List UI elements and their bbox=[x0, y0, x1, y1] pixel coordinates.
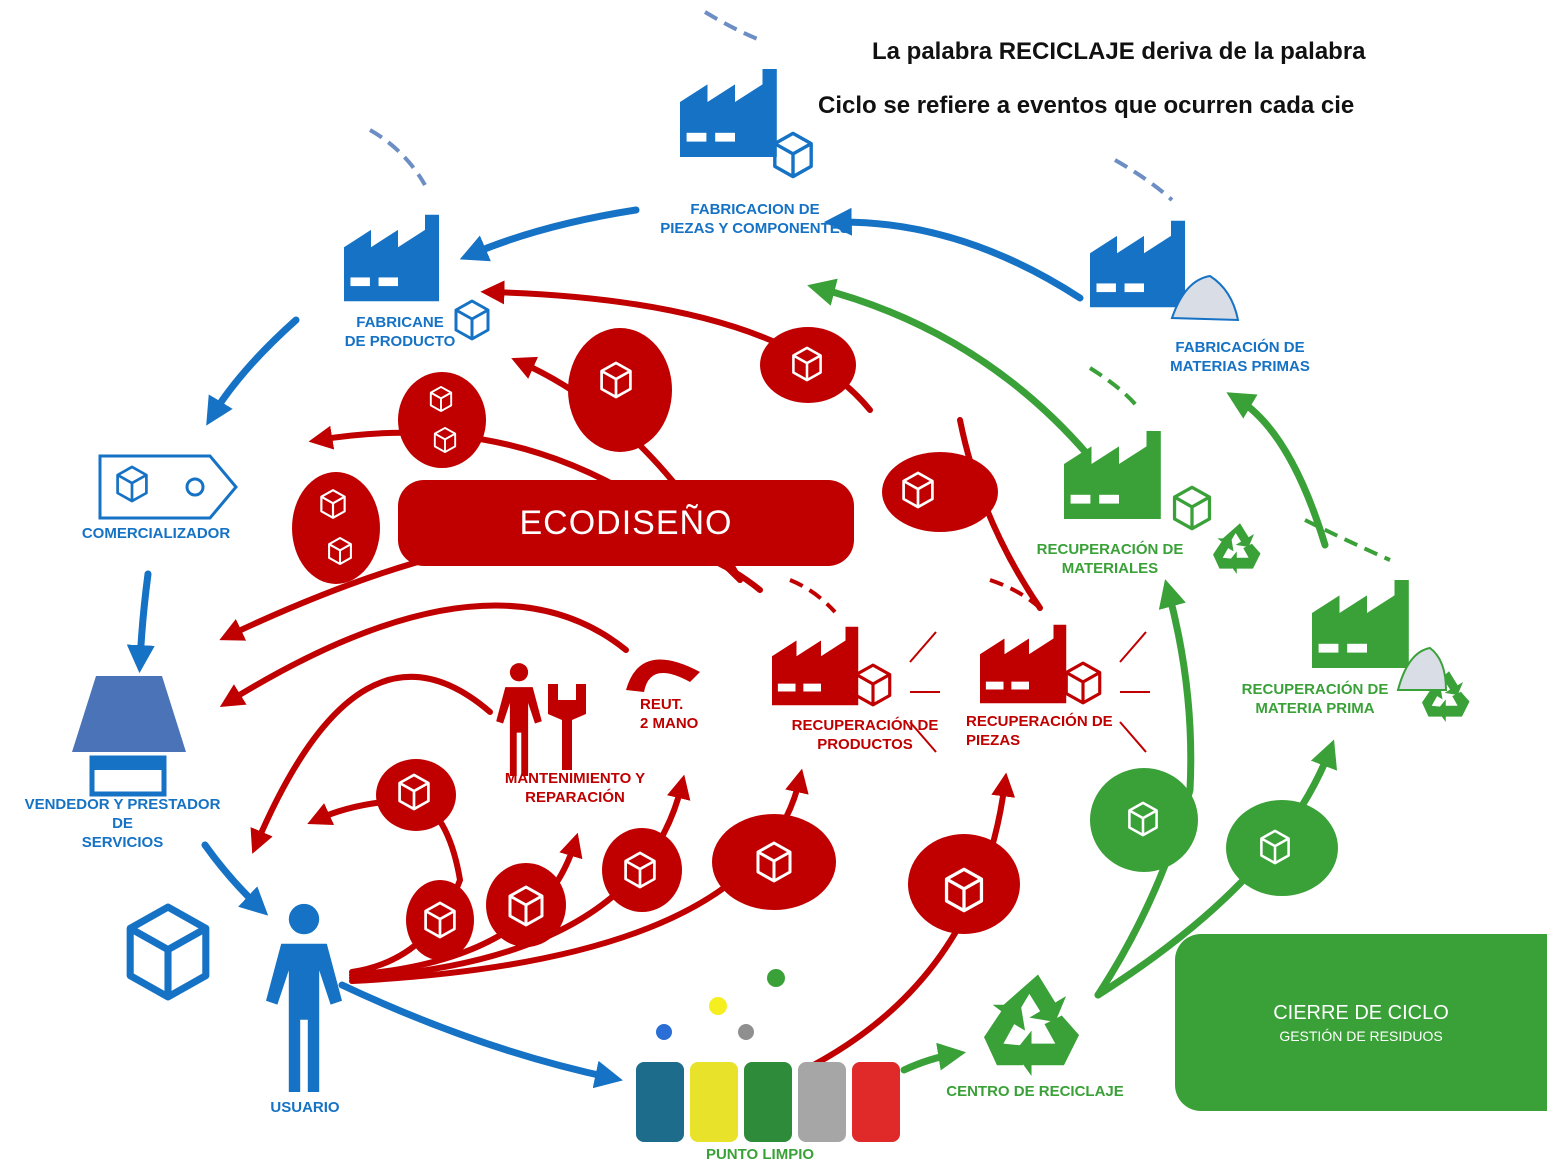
price-tag-icon bbox=[98, 454, 238, 520]
bin-sparkles bbox=[656, 969, 785, 1040]
label-fabricacion-materias: FABRICACIÓN DE MATERIAS PRIMAS bbox=[1170, 339, 1310, 375]
label-punto-limpio: PUNTO LIMPIO bbox=[705, 1146, 815, 1163]
recycling-bins bbox=[636, 1062, 900, 1142]
raw-material-pile-icon bbox=[1396, 646, 1448, 691]
sparkle-lines bbox=[909, 631, 1150, 753]
recycle-icon bbox=[1213, 523, 1261, 574]
factory-icon bbox=[344, 214, 440, 302]
label-recuperacion-materiales: RECUPERACIÓN DE MATERIALES bbox=[1036, 541, 1184, 577]
factory-icon bbox=[680, 69, 777, 157]
person-icon bbox=[266, 903, 342, 1092]
cierre-ciclo-panel: CIERRE DE CICLO GESTIÓN DE RESIDUOS bbox=[1175, 934, 1547, 1111]
factory-icon bbox=[772, 626, 859, 706]
recycling-bin-icon bbox=[744, 1062, 792, 1142]
headline-line-1: La palabra RECICLAJE deriva de la palabr… bbox=[872, 38, 1366, 65]
recycling-bin-icon bbox=[690, 1062, 738, 1142]
recycling-bin-icon bbox=[798, 1062, 846, 1142]
cube-icon bbox=[773, 131, 813, 179]
reuse-arrow-icon bbox=[626, 659, 700, 692]
person-icon bbox=[496, 663, 542, 776]
label-usuario: USUARIO bbox=[270, 1099, 340, 1116]
factory-icon bbox=[1090, 220, 1186, 308]
blue-flow-arrows bbox=[126, 206, 1084, 1089]
label-recuperacion-materia-prima: RECUPERACIÓN DE MATERIA PRIMA bbox=[1241, 681, 1389, 717]
cube-icon bbox=[130, 907, 206, 997]
ecodiseno-banner: ECODISEÑO bbox=[398, 480, 854, 566]
label-vendedor: VENDEDOR Y PRESTADOR DE SERVICIOS bbox=[24, 796, 221, 851]
cube-icon bbox=[116, 465, 148, 503]
cierre-subtitle: GESTIÓN DE RESIDUOS bbox=[1279, 1027, 1443, 1044]
cube-icon bbox=[854, 663, 892, 707]
label-recuperacion-piezas: RECUPERACIÓN DE PIEZAS bbox=[966, 713, 1113, 749]
shop-icon bbox=[72, 676, 186, 797]
label-fabricante-producto: FABRICANE DE PRODUCTO bbox=[344, 314, 456, 350]
label-centro-reciclaje: CENTRO DE RECICLAJE bbox=[946, 1083, 1124, 1100]
label-comercializador: COMERCIALIZADOR bbox=[81, 525, 231, 542]
wrench-icon bbox=[548, 684, 586, 770]
label-recuperacion-productos: RECUPERACIÓN DE PRODUCTOS bbox=[791, 717, 939, 753]
cube-icon bbox=[1064, 661, 1102, 705]
factory-icon bbox=[1312, 580, 1409, 668]
smoke-lines bbox=[369, 10, 1391, 614]
factory-icon bbox=[980, 624, 1067, 704]
label-reut: REUT. 2 MANO bbox=[640, 696, 699, 732]
green-bubbles bbox=[1090, 768, 1338, 896]
cube-icon bbox=[1172, 485, 1212, 531]
headline-line-2: Ciclo se refiere a eventos que ocurren c… bbox=[818, 92, 1355, 119]
label-fabricacion-piezas: FABRICACION DE PIEZAS Y COMPONENTES bbox=[660, 201, 850, 237]
raw-material-pile-icon bbox=[1170, 274, 1240, 322]
recycling-bin-icon bbox=[852, 1062, 900, 1142]
red-bubbles bbox=[292, 327, 1020, 960]
recycling-bin-icon bbox=[636, 1062, 684, 1142]
cierre-title: CIERRE DE CICLO bbox=[1273, 1001, 1449, 1024]
recycle-icon bbox=[984, 974, 1080, 1076]
label-mantenimiento: MANTENIMIENTO Y REPARACIÓN bbox=[504, 770, 646, 806]
